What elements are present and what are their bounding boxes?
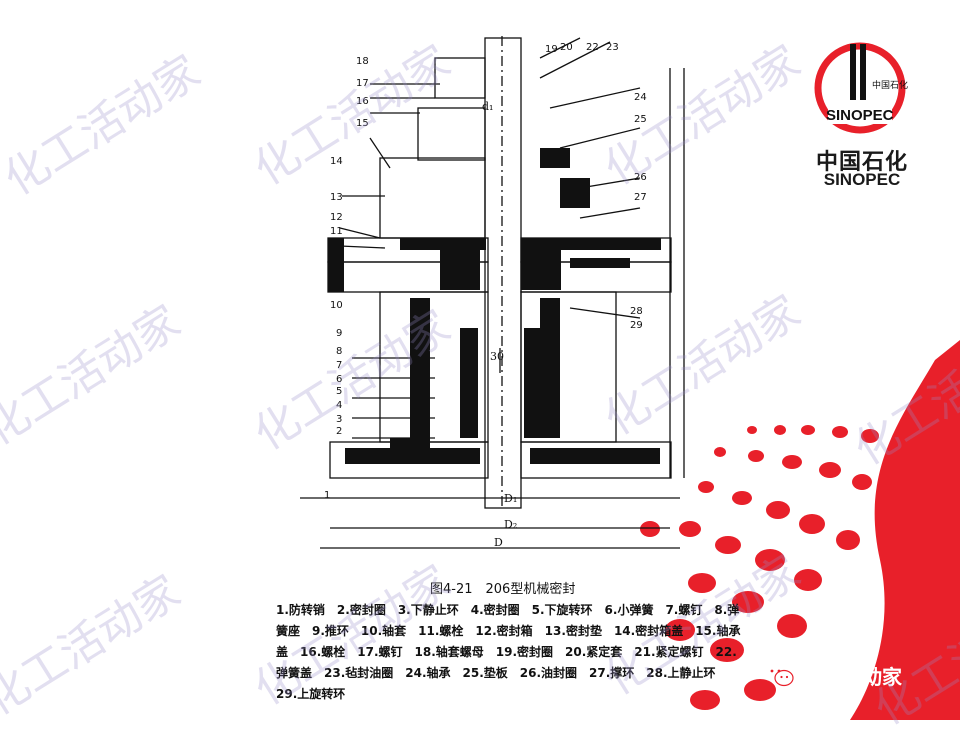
part-number-label: 19 xyxy=(545,44,558,55)
part-number-label: 11 xyxy=(330,226,343,237)
part-number-label: 1 xyxy=(324,490,330,501)
part-number-label: 8 xyxy=(336,346,342,357)
part-number-label: 26 xyxy=(634,172,647,183)
sinopec-emblem-icon: 中国石化 SINOPEC xyxy=(814,42,908,134)
part-number-label: 10 xyxy=(330,300,343,311)
emblem-inner-text: 中国石化 xyxy=(872,79,908,91)
red-dots-decoration xyxy=(640,340,960,720)
part-number-label: 15 xyxy=(356,118,369,129)
wechat-account-name: 化工活动家 xyxy=(802,664,902,689)
red-wave-shape xyxy=(850,340,960,720)
part-number-label: 9 xyxy=(336,328,342,339)
hatched-section xyxy=(328,148,661,464)
part-number-label: 3 xyxy=(336,414,342,425)
logo-english-name: SINOPEC xyxy=(823,170,901,189)
part-number-label: 29 xyxy=(630,320,643,331)
dimension-label: 30 xyxy=(490,350,504,363)
dimension-labels: D₁ d₁ D₂ D 30 xyxy=(482,100,517,549)
part-number-label: 4 xyxy=(336,400,342,411)
dimension-label: D xyxy=(494,536,503,549)
dimension-label: d₁ xyxy=(482,100,493,113)
part-number-label: 24 xyxy=(634,92,647,103)
logo-chinese-name: 中国石化 xyxy=(815,150,908,175)
part-number-label: 7 xyxy=(336,360,342,371)
part-number-label: 25 xyxy=(634,114,647,125)
drawing-outline xyxy=(300,36,685,549)
part-number-label: 5 xyxy=(336,386,342,397)
red-dot-cluster xyxy=(640,425,879,710)
emblem-word: SINOPEC xyxy=(826,107,894,124)
part-number-label: 6 xyxy=(336,374,342,385)
part-number-label: 23 xyxy=(606,42,619,53)
part-number-labels: 18 17 16 15 14 13 12 11 10 9 8 7 6 5 4 3… xyxy=(324,42,647,501)
part-number-label: 27 xyxy=(634,192,647,203)
wechat-icon xyxy=(765,664,794,687)
part-number-label: 18 xyxy=(356,56,369,67)
part-number-label: 13 xyxy=(330,192,343,203)
wechat-account-tag: 化工活动家 xyxy=(764,660,902,690)
part-number-label: 2 xyxy=(336,426,342,437)
dimension-label: D₂ xyxy=(504,518,517,531)
part-number-label: 28 xyxy=(630,306,643,317)
figure-legend: 1.防转销 2.密封圈 3.下静止环 4.密封圈 5.下旋转环 6.小弹簧 7.… xyxy=(276,603,741,701)
part-number-label: 12 xyxy=(330,212,343,223)
figure-caption: 图4-21 206型机械密封 xyxy=(430,582,576,597)
dimension-label: D₁ xyxy=(504,492,517,505)
mechanical-seal-drawing: 18 17 16 15 14 13 12 11 10 9 8 7 6 5 4 3… xyxy=(300,36,685,549)
part-number-label: 14 xyxy=(330,156,343,167)
part-number-label: 20 xyxy=(560,42,573,53)
part-number-label: 17 xyxy=(356,78,369,89)
part-number-label: 16 xyxy=(356,96,369,107)
part-number-label: 22 xyxy=(586,42,599,53)
